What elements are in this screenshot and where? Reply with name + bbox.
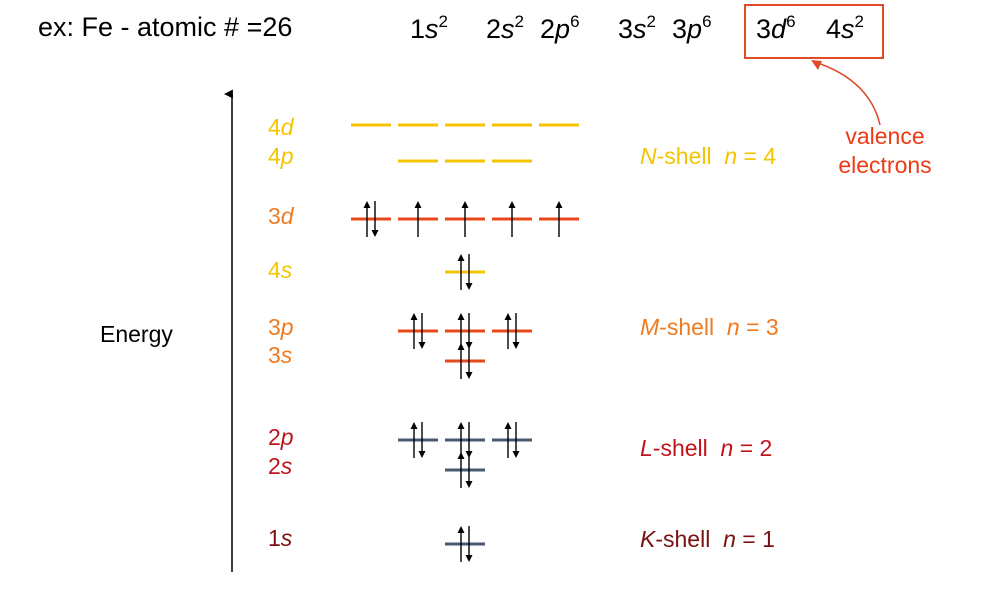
valence-line-2: electrons	[838, 152, 932, 178]
level-label-2p: 2p	[268, 424, 294, 450]
config-4s: 4s2	[826, 12, 864, 44]
level-label-2s: 2s	[268, 453, 293, 479]
electron-up-3d-3	[461, 201, 469, 237]
electron-up-3p-1	[410, 313, 418, 349]
level-label-1s: 1s	[268, 525, 293, 551]
electron-up-1s-1	[457, 526, 465, 562]
electron-down-4s-1	[465, 254, 473, 290]
electron-up-2s-1	[457, 452, 465, 488]
electron-down-3s-1	[465, 343, 473, 379]
valence-electrons-label: valence electrons	[826, 122, 944, 180]
electron-up-3s-1	[457, 343, 465, 379]
electron-up-3d-5	[555, 201, 563, 237]
config-2s: 2s2	[486, 12, 524, 44]
valence-line-1: valence	[845, 123, 925, 149]
orbital-layer	[351, 123, 579, 562]
electron-down-3p-1	[418, 313, 426, 349]
level-label-4p: 4p	[268, 143, 294, 169]
electron-up-3d-1	[363, 201, 371, 237]
energy-axis-label: Energy	[100, 321, 173, 347]
electron-up-3p-3	[504, 313, 512, 349]
valence-pointer-arrow	[814, 61, 881, 126]
config-2p: 2p6	[540, 12, 580, 44]
electron-up-3d-2	[414, 201, 422, 237]
config-3p: 3p6	[672, 12, 712, 44]
config-1s: 1s2	[410, 12, 448, 44]
electron-down-2p-3	[512, 422, 520, 458]
valence-box	[744, 4, 884, 59]
shell-label-n4: N-shell n = 4	[640, 143, 777, 169]
shell-label-n3: M-shell n = 3	[640, 314, 779, 340]
electron-up-2p-3	[504, 422, 512, 458]
electron-up-2p-1	[410, 422, 418, 458]
config-3s: 3s2	[618, 12, 656, 44]
electron-up-3d-4	[508, 201, 516, 237]
electron-down-3p-3	[512, 313, 520, 349]
shell-label-n1: K-shell n = 1	[640, 526, 775, 552]
level-label-3p: 3p	[268, 314, 294, 340]
config-3d: 3d6	[756, 12, 796, 44]
example-prefix: ex: Fe - atomic # =26	[38, 12, 293, 42]
level-label-3d: 3d	[268, 203, 294, 229]
valence-pointer-arrowhead	[811, 60, 822, 70]
electron-down-2p-1	[418, 422, 426, 458]
electron-down-2s-1	[465, 452, 473, 488]
electron-up-4s-1	[457, 254, 465, 290]
level-label-3s: 3s	[268, 342, 293, 368]
electron-down-1s-1	[465, 526, 473, 562]
electron-down-3d-1	[371, 201, 379, 237]
level-label-4d: 4d	[268, 114, 294, 140]
shell-label-n2: L-shell n = 2	[640, 435, 773, 461]
level-label-4s: 4s	[268, 257, 293, 283]
